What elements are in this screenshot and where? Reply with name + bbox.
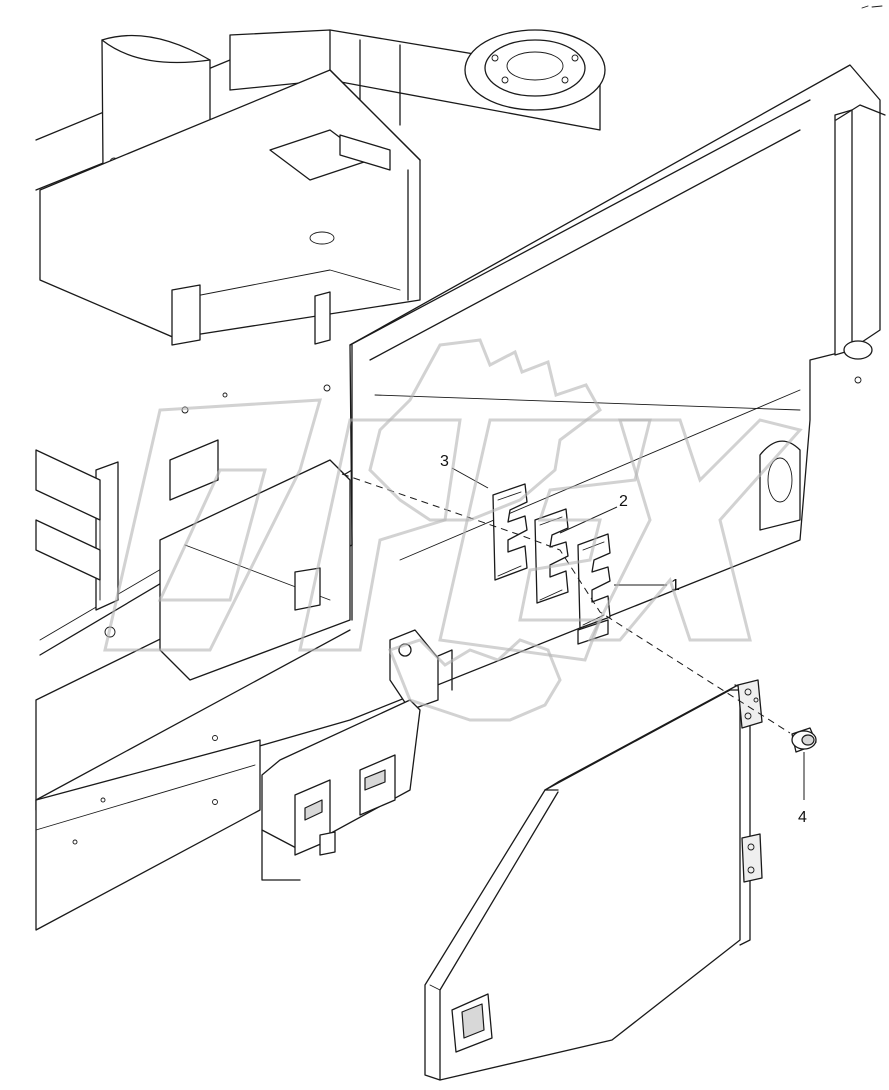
assembly-center-line [341,473,791,734]
door-panel [424,679,763,1081]
callout-1: 1 [671,577,680,594]
part-4-screw [791,727,817,753]
watermark-logo [103,338,803,722]
turntable-ring [464,29,606,111]
door-handle [451,993,493,1053]
door-hinge-bottom [741,833,763,883]
shim-2 [534,508,569,604]
callout-4: 4 [798,809,807,826]
door-hinge-top [737,679,763,729]
corner-mark [861,5,883,9]
callout-2: 2 [619,493,628,510]
callout-3: 3 [440,453,449,470]
latch-bracket [261,629,453,881]
machine-frame [35,29,606,656]
